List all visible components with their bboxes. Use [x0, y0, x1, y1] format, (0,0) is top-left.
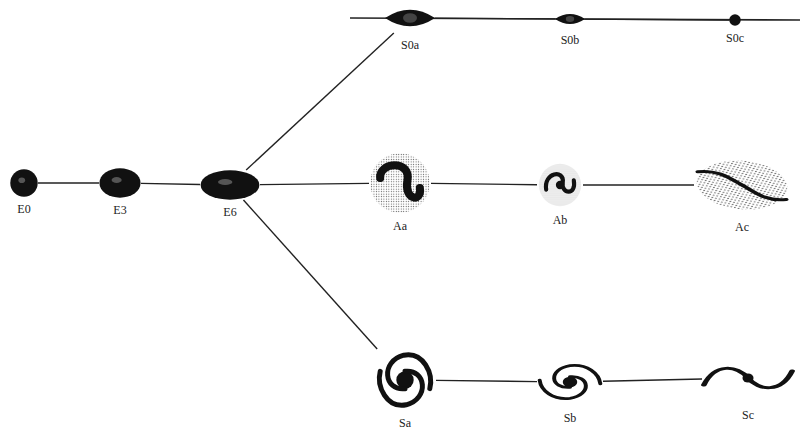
type-label: Sc: [741, 408, 755, 422]
galaxy-node: S0b: [555, 10, 585, 28]
connector-line: [585, 18, 729, 20]
type-label: S0a: [400, 38, 420, 52]
galaxy-shape: [200, 170, 260, 200]
galaxy-node: Sa: [374, 349, 436, 411]
type-label: Sb: [563, 411, 578, 425]
connector-line: [431, 183, 537, 184]
galaxy-node: Aa: [369, 152, 431, 214]
galaxy-node: Sc: [702, 353, 794, 403]
type-label: S0c: [725, 31, 745, 45]
galaxy-node: E0: [10, 169, 38, 197]
galaxy-shape: [99, 168, 141, 198]
type-label: E3: [112, 203, 127, 217]
galaxy-shape: [537, 162, 583, 208]
connector-line: [435, 17, 555, 19]
galaxy-shape: [702, 353, 794, 403]
connector-line: [583, 184, 694, 185]
galaxy-node: E6: [200, 170, 260, 200]
galaxy-shape: [537, 358, 603, 406]
galaxy-shape: [374, 349, 436, 411]
type-label: Ac: [734, 220, 750, 234]
galaxy-shape: [694, 155, 790, 215]
connector-line: [141, 183, 200, 184]
galaxy-shape: [385, 3, 435, 33]
galaxy-node: S0c: [729, 14, 741, 26]
connector-line: [260, 183, 369, 184]
galaxy-node: Ab: [537, 162, 583, 208]
galaxy-node: Ac: [694, 155, 790, 215]
galaxy-shape: [729, 14, 741, 26]
galaxy-node: E3: [99, 168, 141, 198]
type-label: Ab: [552, 213, 569, 227]
galaxy-node: Sb: [537, 358, 603, 406]
connector-line: [603, 379, 702, 381]
galaxy-shape: [10, 169, 38, 197]
type-label: Sa: [398, 416, 412, 430]
type-label: Aa: [392, 219, 408, 233]
galaxy-shape: [369, 152, 431, 214]
connector-line: [246, 33, 394, 170]
galaxy-node: S0a: [385, 3, 435, 33]
type-label: E6: [222, 205, 237, 219]
connector-line: [38, 182, 99, 183]
type-label: S0b: [560, 33, 581, 47]
connector-line: [436, 380, 537, 381]
galaxy-shape: [555, 10, 585, 28]
connector-line: [243, 200, 377, 349]
type-label: E0: [16, 202, 31, 216]
